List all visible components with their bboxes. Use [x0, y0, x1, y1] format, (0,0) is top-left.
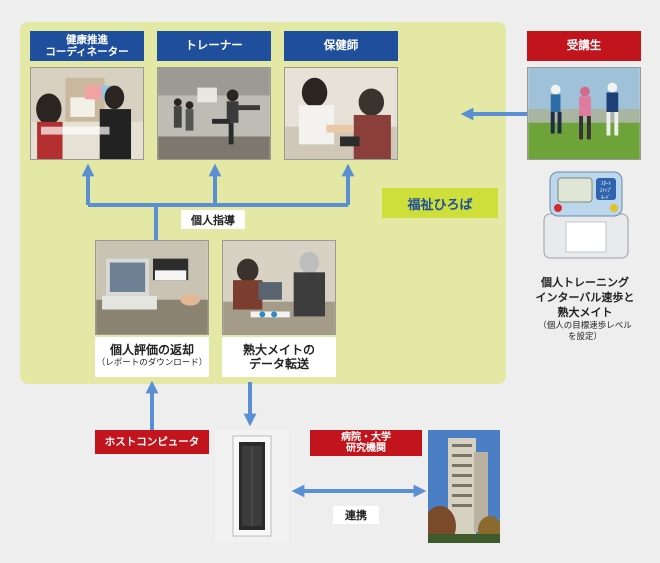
participants-label: 受講生	[566, 38, 602, 53]
transfer-line-2: データ転送	[248, 357, 309, 372]
server-photo	[215, 430, 289, 542]
cooperation-text: 連携	[345, 509, 367, 522]
transfer-line-1: 熟大メイトの	[242, 343, 315, 357]
data-transfer-caption: 熟大メイトの データ転送	[222, 337, 336, 377]
individual-guidance-label: 個人指導	[181, 210, 245, 229]
trainer-header: トレーナー	[157, 31, 271, 61]
evaluation-subtitle: （レポートのダウンロード）	[96, 358, 208, 369]
pedometer-device: ｽﾀｰﾄ ｽﾄｯﾌﾟ ﾓｰﾄﾞ	[536, 170, 636, 262]
device-line-1: 個人トレーニング	[541, 276, 629, 289]
device-screen-line-3: ﾓｰﾄﾞ	[601, 194, 611, 201]
device-sub-2: を設定）	[567, 331, 602, 342]
nurse-photo	[284, 67, 398, 160]
report-download-caption: 個人評価の返却 （レポートのダウンロード）	[95, 337, 209, 377]
trainer-label: トレーナー	[185, 38, 243, 53]
device-screen-line-1: ｽﾀｰﾄ	[601, 181, 612, 187]
cooperation-label: 連携	[333, 506, 379, 524]
data-transfer-photo	[222, 240, 336, 335]
coordinator-photo	[30, 67, 144, 160]
nurse-header: 保健師	[284, 31, 398, 61]
participants-header: 受講生	[527, 31, 641, 61]
health-coordinator-label-2: コーディネーター	[45, 46, 129, 58]
welfare-plaza-text: 福祉ひろば	[407, 197, 473, 213]
host-computer-header: ホストコンピュータ	[95, 430, 209, 454]
device-sub-1: （個人の目標速歩レベル	[538, 320, 632, 331]
welfare-plaza-tag: 福祉ひろば	[382, 188, 498, 218]
hospital-photo	[428, 430, 500, 543]
participants-photo	[527, 67, 641, 160]
hospital-header: 病院・大学 研究機関	[310, 430, 422, 456]
evaluation-title: 個人評価の返却	[109, 343, 194, 357]
health-coordinator-label-1: 健康推進	[65, 33, 108, 46]
trainer-photo	[157, 67, 271, 160]
report-download-photo	[95, 240, 209, 335]
individual-guidance-text: 個人指導	[191, 213, 235, 227]
hospital-label-1: 病院・大学	[341, 431, 391, 443]
hospital-label-2: 研究機関	[346, 443, 386, 454]
device-description: 個人トレーニング インターバル速歩と 熟大メイト （個人の目標速歩レベル を設定…	[520, 276, 650, 343]
nurse-label: 保健師	[323, 38, 359, 53]
device-line-3: 熟大メイト	[557, 305, 613, 319]
device-screen-line-2: ｽﾄｯﾌﾟ	[600, 187, 613, 194]
device-line-2: インターバル速歩と	[535, 290, 635, 304]
host-computer-label: ホストコンピュータ	[104, 435, 200, 448]
health-coordinator-header: 健康推進 コーディネーター	[30, 31, 144, 61]
